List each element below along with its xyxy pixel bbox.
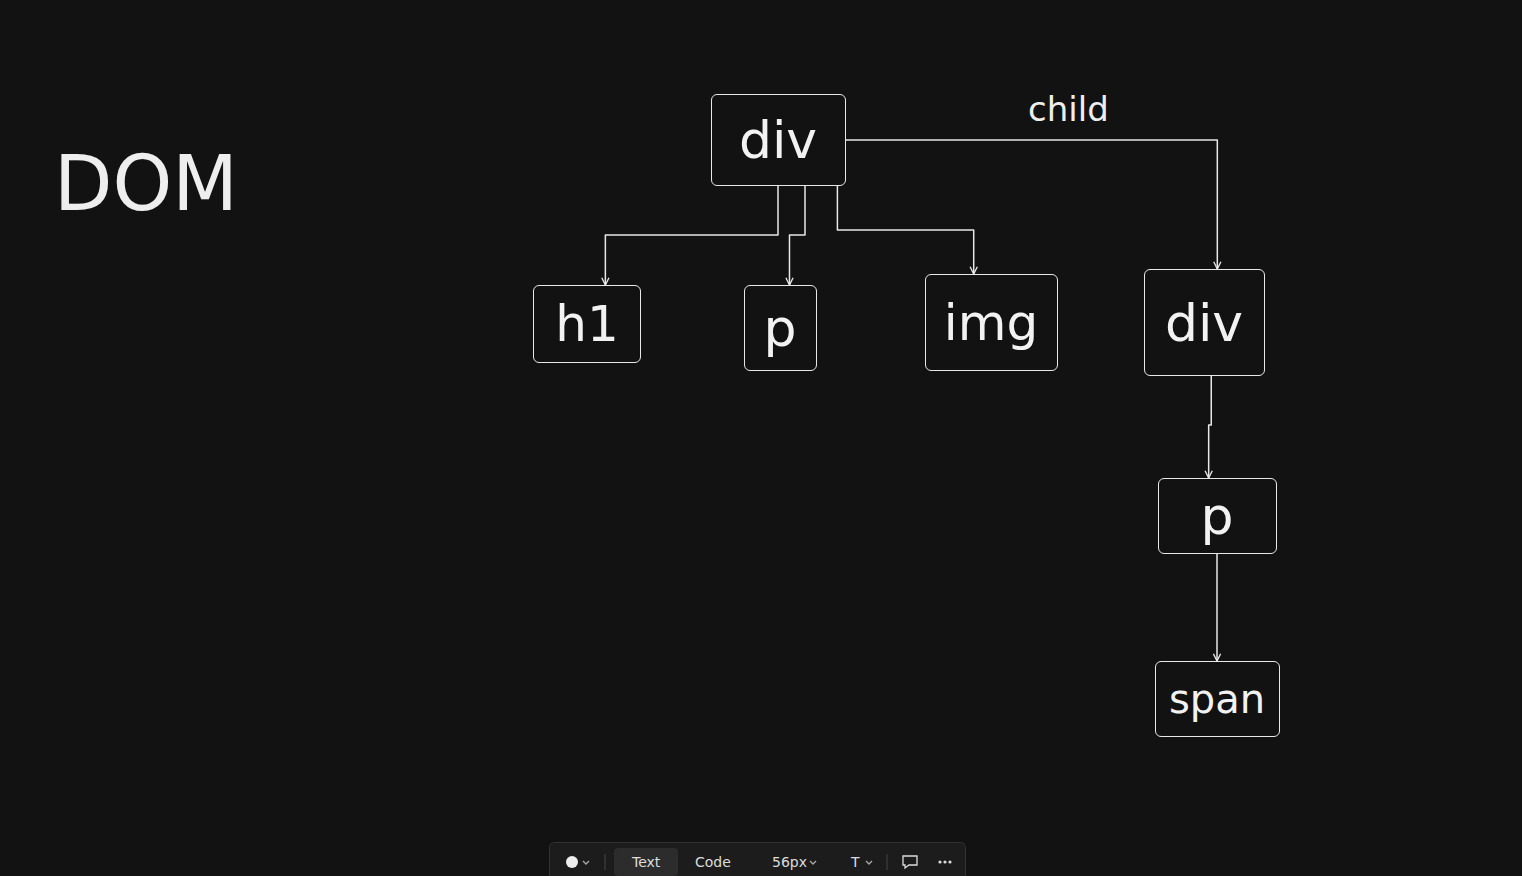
element-box: p [1158, 478, 1277, 554]
separator [605, 854, 606, 870]
element-tag: h1 [555, 299, 619, 349]
element-tag: div [1165, 297, 1243, 349]
element-tag: p [763, 302, 796, 354]
element-tag: div [739, 114, 817, 166]
child-arrow [605, 186, 778, 285]
active-tab [614, 848, 678, 876]
toolbar-label: 56px [772, 855, 807, 869]
element-box: h1 [533, 285, 641, 363]
element-tag: span [1169, 679, 1265, 719]
more-dot [938, 860, 941, 863]
more-dot [943, 860, 946, 863]
child-arrow [846, 140, 1218, 269]
chevron [810, 861, 816, 864]
element-box: span [1155, 661, 1280, 737]
comment-icon [903, 856, 917, 868]
edge-label: child [1024, 90, 1113, 128]
element-box: div [711, 94, 846, 186]
chevron [866, 861, 872, 864]
child-arrow [837, 186, 973, 274]
separator [887, 854, 888, 870]
more-dot [948, 860, 951, 863]
color-dot [566, 856, 578, 868]
toolbar-label: Code [695, 855, 731, 869]
chevron [583, 861, 589, 864]
toolbar-label: T [851, 855, 860, 869]
child-arrow [1216, 554, 1218, 661]
toolbar-label: Text [632, 855, 660, 869]
element-box: p [744, 285, 817, 371]
child-arrow [1209, 376, 1212, 478]
element-tag: img [944, 298, 1038, 348]
element-box: img [925, 274, 1058, 371]
element-box: div [1144, 269, 1265, 376]
child-arrow [789, 186, 805, 285]
page-title: DOM [54, 146, 238, 222]
toolbar-bar [550, 843, 966, 876]
element-tag: p [1200, 490, 1233, 542]
